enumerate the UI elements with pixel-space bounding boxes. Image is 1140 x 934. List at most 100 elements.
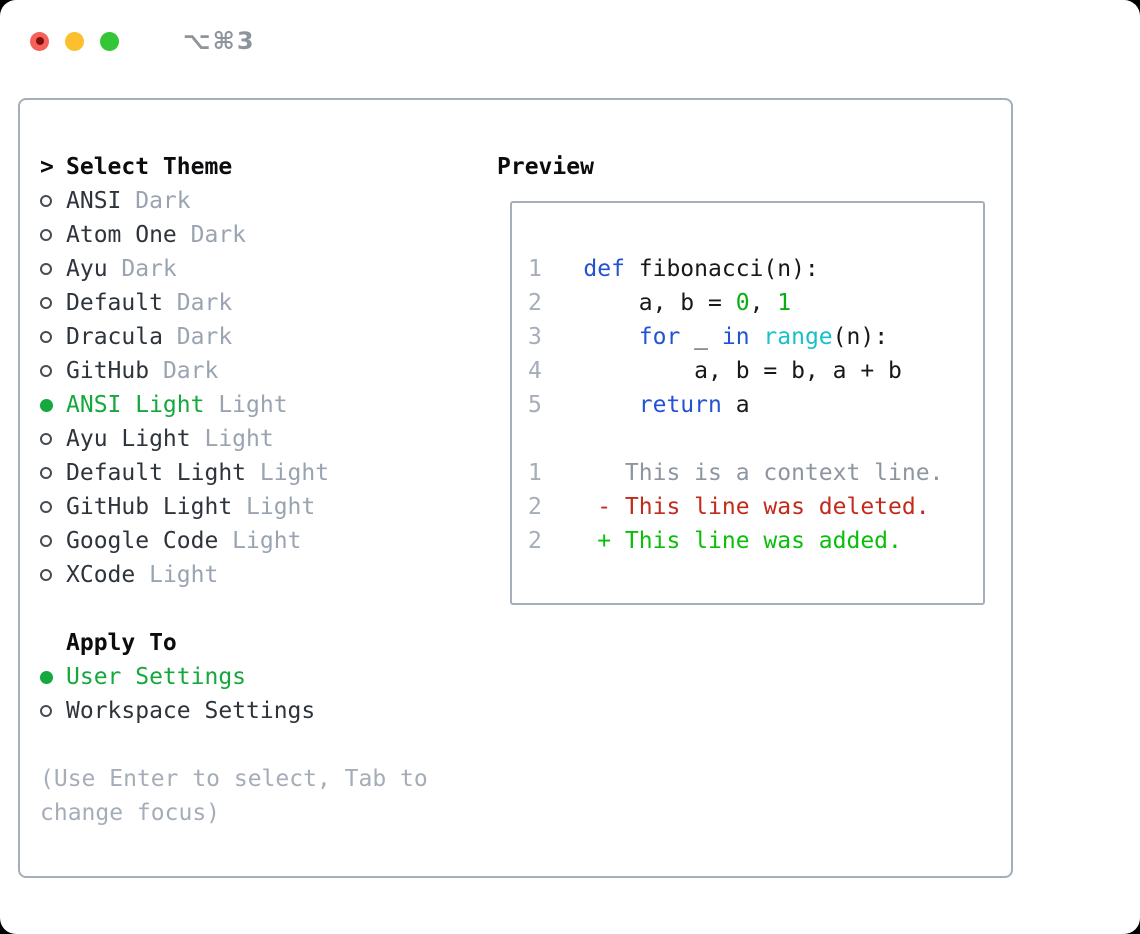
option-label: Workspace Settings: [66, 698, 316, 724]
select-theme-header: > Select Theme: [40, 150, 428, 184]
maximize-button[interactable]: [100, 31, 119, 51]
window-shortcut-label: ⌥⌘3: [183, 27, 256, 55]
code-segment: def: [583, 256, 625, 282]
minimize-button[interactable]: [65, 31, 84, 51]
line-number: 5: [528, 392, 542, 418]
theme-option-google-code[interactable]: Google Code Light: [40, 524, 428, 558]
radio-selected-icon: [40, 670, 53, 684]
radio-selected-icon: [40, 398, 53, 412]
close-button[interactable]: [30, 31, 49, 51]
code-segment: 1: [777, 290, 792, 316]
option-label: Google Code: [66, 528, 219, 554]
option-label: Atom One: [66, 222, 177, 248]
code-line: 2 a, b = 0, 1: [528, 286, 983, 320]
option-label: XCode: [66, 562, 136, 588]
radio-unselected-icon: [40, 195, 52, 207]
preview-header: Preview: [497, 150, 594, 184]
preview-section: Preview: [497, 150, 594, 184]
option-tag: Light: [204, 392, 288, 418]
theme-option-dracula[interactable]: Dracula Dark: [40, 320, 428, 354]
theme-option-github-light[interactable]: GitHub Light Light: [40, 490, 428, 524]
theme-option-xcode[interactable]: XCode Light: [40, 558, 428, 592]
line-number: 2: [528, 494, 542, 520]
line-number: 1: [528, 460, 542, 486]
code-segment: in: [721, 324, 750, 350]
hint-line: change focus): [40, 800, 221, 826]
radio-unselected-icon: [40, 705, 52, 717]
close-button-dot-icon: [35, 37, 44, 45]
option-label: Dracula: [66, 324, 163, 350]
code-line: 3 for _ in range(n):: [528, 320, 983, 354]
radio-unselected-icon: [40, 365, 52, 377]
code-segment: range: [763, 324, 833, 350]
line-number: 2: [528, 528, 542, 554]
radio-unselected-icon: [40, 535, 52, 547]
code-segment: a: [721, 392, 750, 418]
code-segment: a, b = b, a + b: [583, 358, 902, 384]
theme-option-github[interactable]: GitHub Dark: [40, 354, 428, 388]
option-tag: Light: [232, 494, 316, 520]
code-segment: for: [638, 324, 681, 350]
code-segment: (n):: [832, 324, 889, 350]
code-line: 4 a, b = b, a + b: [528, 354, 983, 388]
select-theme-title: Select Theme: [66, 154, 233, 180]
theme-option-default-light[interactable]: Default Light Light: [40, 456, 428, 490]
radio-unselected-icon: [40, 433, 52, 445]
code-line: 2 - This line was deleted.: [528, 490, 983, 524]
option-tag: Dark: [121, 188, 191, 214]
code-segment: This is a context line.: [583, 460, 944, 486]
preview-title: Preview: [497, 154, 594, 180]
line-number: 1: [528, 256, 542, 282]
theme-option-ayu[interactable]: Ayu Dark: [40, 252, 428, 286]
radio-unselected-icon: [40, 467, 52, 479]
option-label: GitHub: [66, 358, 150, 384]
hint-text: (Use Enter to select, Tab to change focus…: [40, 762, 428, 830]
code-segment: 0: [735, 290, 750, 316]
option-label: Ayu: [66, 256, 108, 282]
option-tag: Light: [246, 460, 330, 486]
option-tag: Dark: [162, 324, 233, 350]
theme-option-ansi[interactable]: ANSI Dark: [40, 184, 428, 218]
theme-option-ayu-light[interactable]: Ayu Light Light: [40, 422, 428, 456]
option-tag: Light: [218, 528, 302, 554]
hint-line: (Use Enter to select, Tab to: [40, 766, 428, 792]
apply-to-title: Apply To: [66, 630, 177, 656]
titlebar: ⌥⌘3: [30, 27, 256, 55]
focus-caret-icon: >: [40, 154, 54, 180]
radio-unselected-icon: [40, 501, 52, 513]
theme-option-ansi-light[interactable]: ANSI Light Light: [40, 388, 428, 422]
radio-unselected-icon: [40, 263, 52, 275]
option-label: User Settings: [66, 664, 247, 690]
code-segment: [583, 320, 638, 354]
option-label: GitHub Light: [66, 494, 233, 520]
option-tag: Dark: [162, 290, 233, 316]
option-tag: Light: [190, 426, 274, 452]
option-tag: Dark: [176, 222, 247, 248]
code-segment: - This line was deleted.: [583, 494, 930, 520]
code-segment: + This line was added.: [583, 528, 902, 554]
option-label: Ayu Light: [66, 426, 191, 452]
apply-option-workspace-settings[interactable]: Workspace Settings: [40, 694, 428, 728]
code-line: 5 return a: [528, 388, 983, 422]
apply-option-user-settings[interactable]: User Settings: [40, 660, 428, 694]
option-label: Default: [66, 290, 163, 316]
code-line: [528, 422, 983, 456]
line-number: 2: [528, 290, 542, 316]
theme-option-atom-one[interactable]: Atom One Dark: [40, 218, 428, 252]
theme-option-default[interactable]: Default Dark: [40, 286, 428, 320]
radio-unselected-icon: [40, 229, 52, 241]
code-segment: [750, 320, 764, 354]
code-segment: fibonacci(n):: [624, 256, 819, 282]
option-tag: Dark: [149, 358, 219, 384]
option-label: Default Light: [66, 460, 247, 486]
code-line: 1 def fibonacci(n):: [528, 252, 983, 286]
line-number: 3: [528, 324, 542, 350]
radio-unselected-icon: [40, 331, 52, 343]
code-segment: ,: [749, 290, 778, 316]
code-segment: [583, 388, 638, 422]
